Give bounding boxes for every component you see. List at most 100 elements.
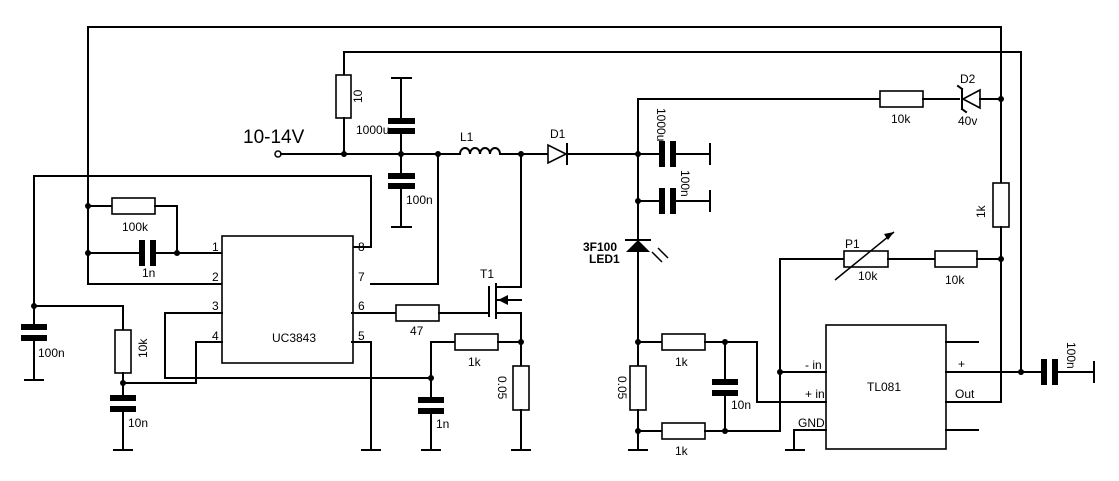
- diode-d1: [547, 143, 568, 165]
- ic2-pin-plus: +: [958, 357, 965, 371]
- junction-dot: [31, 303, 37, 309]
- junction-dot: [722, 428, 728, 434]
- ic-tl081: [825, 324, 947, 450]
- resistor-0-05-a: [512, 365, 530, 411]
- inductor-l1: [458, 147, 502, 156]
- wire-pin5: [351, 341, 372, 451]
- resistor-1k-d: [661, 422, 706, 440]
- potentiometer-arrowhead: [884, 232, 894, 240]
- resistor-1k-right: [992, 182, 1010, 228]
- junction-dot: [635, 428, 641, 434]
- p1-label: P1: [845, 237, 860, 251]
- junction-dot: [635, 151, 641, 157]
- junction-dot: [777, 369, 783, 375]
- r1k-d-label: 1k: [675, 444, 689, 458]
- c1n-a-label: 1n: [142, 266, 155, 280]
- ic1-pin-8: 8: [358, 240, 365, 254]
- junction-dot: [428, 375, 434, 381]
- wire-100k-r: [154, 205, 178, 254]
- d2-v-label: 40v: [958, 114, 977, 128]
- potentiometer-p1: [843, 250, 889, 268]
- c100n-a-label: 100n: [406, 193, 433, 207]
- resistor-10k-fb: [879, 90, 924, 108]
- junction-dot: [635, 339, 641, 345]
- wire-pin4: [122, 341, 223, 384]
- resistor-47: [395, 304, 440, 322]
- l1-label: L1: [460, 130, 474, 144]
- led-ray: [657, 247, 669, 259]
- wire-10k-top: [33, 305, 124, 331]
- potentiometer-arrow: [834, 231, 895, 281]
- wire-plus-in: [724, 341, 827, 403]
- ic-uc3843: [221, 235, 354, 364]
- mosfet-drain: [495, 153, 522, 288]
- junction-dot: [722, 339, 728, 345]
- ic1-pin-4: 4: [212, 329, 219, 343]
- ic2-pin-out: Out: [955, 387, 975, 401]
- led-part-label: 3F100: [583, 240, 617, 254]
- wire-p1-left: [779, 258, 845, 373]
- wire-gate: [438, 289, 490, 314]
- wire-top-loop-2: [343, 51, 1022, 373]
- mosfet-source: [495, 312, 522, 343]
- junction-dot: [341, 151, 347, 157]
- wire-pin8-loop: [33, 175, 372, 307]
- d2-label: D2: [960, 72, 976, 86]
- r1k-c-label: 1k: [675, 355, 689, 369]
- led-ray: [651, 251, 663, 263]
- junction-dot: [518, 151, 524, 157]
- zener-d2-tip: [956, 84, 964, 91]
- r47-label: 47: [410, 324, 424, 338]
- ic1-pin-7: 7: [358, 270, 365, 284]
- r100k-label: 100k: [122, 220, 149, 234]
- resistor-r10: [335, 74, 352, 119]
- c100n-c-label: 100n: [38, 346, 65, 360]
- c1000u-b-label: 1000u: [654, 108, 668, 141]
- ic1-pin-3: 3: [212, 299, 219, 313]
- ic1-pin-5: 5: [358, 329, 365, 343]
- zener-d2: [961, 88, 981, 110]
- p1-value-label: 10k: [858, 269, 878, 283]
- junction-dot: [85, 250, 91, 256]
- junction-dot: [398, 151, 404, 157]
- ic2-pin-plus-in: + in: [805, 387, 825, 401]
- c100n-b-label: 100n: [678, 170, 692, 197]
- r005-b-label: 0.05: [615, 376, 629, 400]
- ic1-pin-6: 6: [358, 299, 365, 313]
- junction-dot: [85, 203, 91, 209]
- junction-dot: [635, 198, 641, 204]
- c10n-b-label: 10n: [731, 398, 751, 412]
- input-voltage-label: 10-14V: [243, 127, 305, 148]
- wire-rail-to-pin7: [370, 153, 439, 285]
- led-name-label: LED1: [589, 252, 620, 266]
- r005-a-label: 0.05: [495, 376, 509, 400]
- zener-d2-tip: [960, 107, 968, 114]
- d1-label: D1: [550, 127, 566, 141]
- ic1-pin-1: 1: [212, 240, 219, 254]
- junction-dot: [518, 339, 524, 345]
- resistor-0-05-b: [629, 365, 647, 411]
- led-led1: [626, 240, 650, 252]
- wire-col-638-top: [637, 98, 881, 155]
- c10n-a-label: 10n: [128, 416, 148, 430]
- r10-label: 10: [351, 89, 365, 103]
- ic1-label: UC3843: [272, 331, 316, 345]
- mosfet-arrow: [498, 295, 508, 305]
- wire-sense-left: [430, 341, 456, 379]
- junction-dot: [998, 96, 1004, 102]
- resistor-10k-p: [934, 250, 978, 268]
- ic2-pin-minus-in: - in: [805, 358, 822, 372]
- r10k-a-label: 10k: [136, 338, 150, 358]
- c1n-b-label: 1n: [436, 417, 449, 431]
- ic2-pin-gnd: GND: [798, 416, 825, 430]
- t1-label: T1: [480, 267, 494, 281]
- wire-top-loop-1: [87, 26, 1002, 207]
- resistor-10k-a: [114, 329, 132, 374]
- r10k-c-label: 10k: [945, 273, 965, 287]
- junction-dot: [120, 380, 126, 386]
- c100n-d-label: 100n: [1064, 342, 1078, 369]
- ic2-label: TL081: [867, 380, 901, 394]
- r10k-b-label: 10k: [891, 112, 911, 126]
- r1k-a-label: 1k: [468, 355, 482, 369]
